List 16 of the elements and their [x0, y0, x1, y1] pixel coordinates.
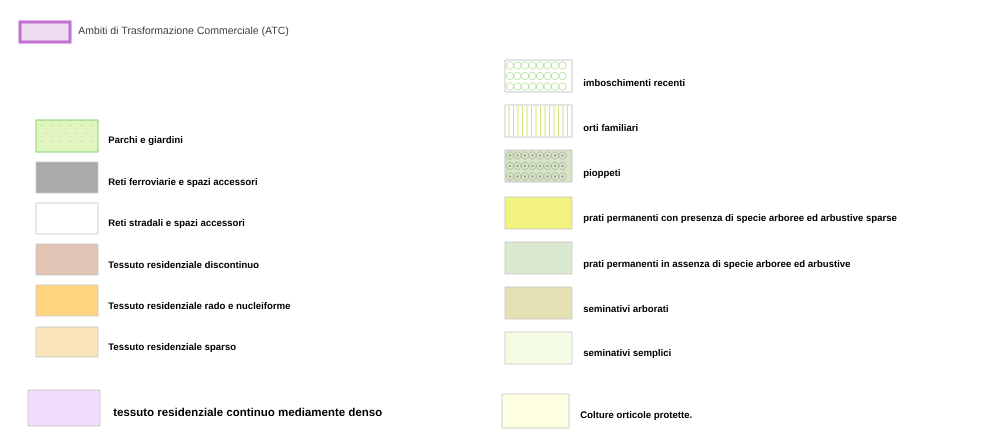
legend-label: pioppeti	[583, 169, 620, 178]
legend-label: prati permanenti in assenza di specie arboree ed arbustive	[583, 260, 851, 269]
legend-label: Parchi e giardini	[108, 136, 183, 146]
legend-label: prati permanenti con presenza di specie arboree ed arbustive sparse	[583, 214, 897, 223]
legend-label: Reti stradali e spazi accessori	[108, 219, 245, 228]
legend-label: seminativi semplici	[583, 349, 671, 358]
legend-label: Tessuto residenziale sparso	[108, 343, 236, 352]
legend-label: tessuto residenziale continuo mediamente denso	[113, 407, 382, 417]
legend-label: Reti ferroviarie e spazi accessori	[108, 178, 257, 187]
legend-label: Colture orticole protette.	[580, 411, 692, 420]
legend-label: orti familiari	[583, 124, 638, 132]
legend-label: imboschimenti recenti	[583, 79, 685, 87]
legend-label: seminativi arborati	[583, 305, 668, 313]
legend-label: Tessuto residenziale discontinuo	[108, 261, 259, 269]
legend-label: Ambiti di Trasformazione Commerciale (ATC)	[78, 26, 289, 37]
legend-label: Tessuto residenziale rado e nucleiforme	[108, 302, 291, 310]
